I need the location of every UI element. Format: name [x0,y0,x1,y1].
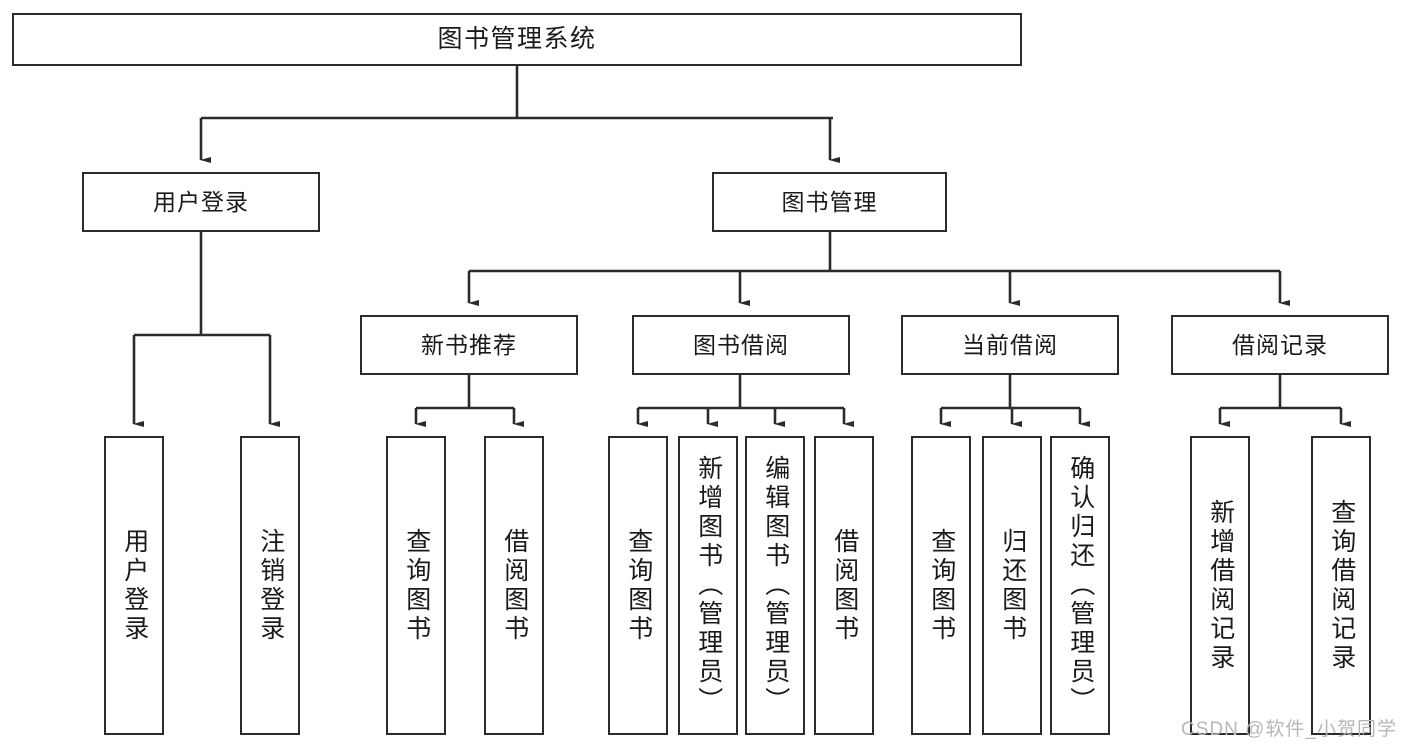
node-label: 当前借阅 [962,331,1058,358]
node-label: 借阅图书 [830,527,859,644]
node-leaf-query-book-borrow[interactable]: 查询图书 [608,436,668,735]
node-label: 新书推荐 [421,331,517,358]
node-label: 借阅图书 [500,527,529,644]
node-label: 用户登录 [153,188,249,215]
node-book-manage[interactable]: 图书管理 [712,172,947,232]
node-label: 图书借阅 [693,331,789,358]
node-leaf-borrow-book-recommend[interactable]: 借阅图书 [484,436,544,735]
node-leaf-logout[interactable]: 注销登录 [240,436,300,735]
node-leaf-add-borrow-record[interactable]: 新增借阅记录 [1190,436,1250,735]
node-leaf-add-book[interactable]: 新增图书（管理员） [678,436,738,735]
node-label: 图书管理 [781,188,878,215]
node-book-borrow[interactable]: 图书借阅 [632,315,850,375]
node-leaf-query-book-recommend[interactable]: 查询图书 [386,436,446,735]
node-leaf-return-book[interactable]: 归还图书 [982,436,1042,735]
node-leaf-query-book-current[interactable]: 查询图书 [911,436,971,735]
node-label: 归还图书 [998,527,1027,644]
node-label: 编辑图书（管理员） [761,455,790,716]
node-label: 借阅记录 [1232,331,1328,358]
node-label: 查询图书 [624,527,653,644]
node-borrow-record[interactable]: 借阅记录 [1171,315,1389,375]
node-leaf-user-login[interactable]: 用户登录 [104,436,164,735]
node-current-borrow[interactable]: 当前借阅 [901,315,1119,375]
node-user-login[interactable]: 用户登录 [82,172,320,232]
node-leaf-edit-book[interactable]: 编辑图书（管理员） [745,436,805,735]
node-label: 图书管理系统 [437,24,597,53]
node-label: 用户登录 [120,527,149,644]
node-label: 确认归还（管理员） [1066,455,1095,716]
node-label: 新增图书（管理员） [694,455,723,716]
node-label: 注销登录 [256,527,285,644]
node-new-book-recommend[interactable]: 新书推荐 [360,315,578,375]
watermark-text: CSDN @软件_小贺同学 [1181,719,1397,740]
node-leaf-confirm-return[interactable]: 确认归还（管理员） [1050,436,1110,735]
node-label: 新增借阅记录 [1206,498,1235,673]
node-root[interactable]: 图书管理系统 [12,13,1022,66]
node-leaf-borrow-book[interactable]: 借阅图书 [814,436,874,735]
node-label: 查询图书 [402,527,431,644]
node-leaf-query-borrow-record[interactable]: 查询借阅记录 [1311,436,1371,735]
node-label: 查询借阅记录 [1327,498,1356,673]
node-label: 查询图书 [927,527,956,644]
